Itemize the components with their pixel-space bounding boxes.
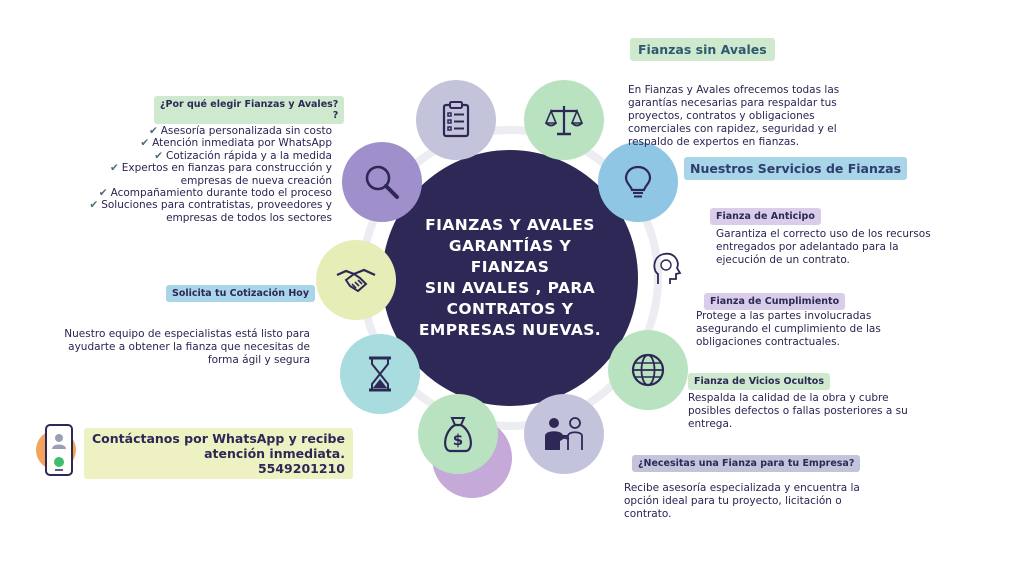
fianzas-sin-avales-title: Fianzas sin Avales	[630, 38, 775, 61]
fianza-cumplimiento-text: Protege a las partes involucradas asegur…	[696, 310, 881, 348]
whatsapp-contact[interactable]: Contáctanos por WhatsApp y recibe atenci…	[84, 428, 353, 479]
node-scale	[524, 80, 604, 160]
check-icon: ✔	[154, 149, 163, 162]
handshake-icon	[336, 268, 376, 293]
cotizacion-title: Solicita tu Cotización Hoy	[166, 285, 316, 302]
necesitas-fianza-title: ¿Necesitas una Fianza para tu Empresa?	[632, 455, 861, 472]
check-icon: ✔	[148, 125, 158, 137]
node-hourglass	[340, 334, 420, 414]
node-clipboard	[416, 80, 496, 160]
fianza-anticipo-title: Fianza de Anticipo	[710, 208, 821, 225]
globe-icon	[631, 353, 665, 387]
lightbulb-icon	[624, 165, 652, 198]
why-item: ✔Soluciones para contratistas, proveedor…	[89, 199, 332, 224]
scale-icon	[544, 106, 584, 136]
node-lightbulb	[598, 142, 678, 222]
why-item: ✔Expertos en fianzas para construcción y…	[109, 162, 332, 187]
fianza-vicios-title: Fianza de Vicios Ocultos	[688, 373, 830, 390]
node-handshake	[316, 240, 396, 320]
fianzas-sin-avales-text: En Fianzas y Avales ofrecemos todas las …	[628, 84, 840, 148]
clipboard-icon	[442, 101, 470, 138]
why-list: ✔Asesoría personalizada sin costo ✔Atenc…	[89, 125, 332, 224]
hub-title: FIANZAS Y AVALES GARANTÍAS Y FIANZAS SIN…	[418, 216, 602, 339]
fianza-vicios-text: Respalda la calidad de la obra y cubre p…	[688, 392, 908, 430]
hourglass-icon	[369, 356, 391, 392]
check-icon: ✔	[109, 162, 119, 175]
node-head-profile	[644, 246, 688, 290]
why-item: ✔Cotización rápida y a la medida	[154, 149, 332, 162]
necesitas-fianza-text: Recibe asesoría especializada y encuentr…	[624, 482, 860, 520]
why-item: ✔Atención inmediata por WhatsApp	[140, 137, 332, 150]
node-meeting	[524, 394, 604, 474]
phone-icon	[44, 424, 74, 476]
check-icon: ✔	[140, 137, 150, 150]
check-icon: ✔	[89, 199, 99, 212]
head-profile-icon	[653, 252, 682, 284]
node-globe	[608, 330, 688, 410]
money-bag-icon: $	[444, 417, 472, 453]
why-item: ✔Acompañamiento durante todo el proceso	[98, 187, 332, 200]
node-search	[342, 142, 422, 222]
node-money-bag: $	[418, 394, 498, 474]
why-title: ¿Por qué elegir Fianzas y Avales? ?	[154, 96, 345, 124]
servicios-title: Nuestros Servicios de Fianzas	[684, 157, 908, 180]
svg-text:$: $	[453, 431, 463, 449]
fianza-cumplimiento-title: Fianza de Cumplimiento	[704, 293, 846, 310]
meeting-icon	[545, 417, 583, 450]
search-icon	[365, 165, 399, 199]
why-item: ✔Asesoría personalizada sin costo	[148, 125, 332, 137]
central-hub: FIANZAS Y AVALES GARANTÍAS Y FIANZAS SIN…	[382, 150, 638, 406]
fianza-anticipo-text: Garantiza el correcto uso de los recurso…	[716, 228, 931, 266]
cotizacion-text: Nuestro equipo de especialistas está lis…	[64, 328, 310, 366]
check-icon: ✔	[98, 187, 108, 200]
